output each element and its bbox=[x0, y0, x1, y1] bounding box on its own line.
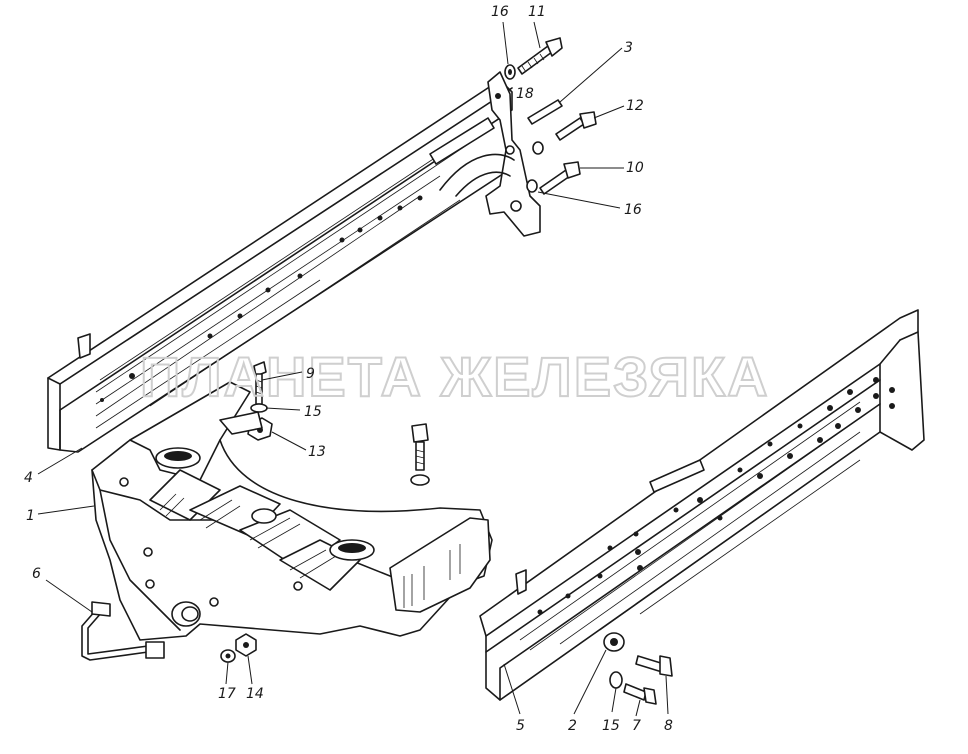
callout-16-bottom: 16 bbox=[624, 202, 642, 218]
cradle-frame bbox=[91, 381, 493, 641]
callout-7: 7 bbox=[632, 718, 641, 734]
callout-18: 18 bbox=[516, 86, 534, 102]
callout-15-top: 15 bbox=[304, 404, 322, 420]
callout-4: 4 bbox=[24, 470, 33, 486]
callout-15-bottom: 15 bbox=[602, 718, 620, 734]
bolt-11 bbox=[517, 37, 563, 75]
bolt-7 bbox=[623, 683, 657, 705]
callout-11: 11 bbox=[528, 4, 546, 20]
washer-16-top bbox=[504, 64, 516, 80]
nut-14 bbox=[235, 633, 257, 657]
washer-15-bottom bbox=[609, 671, 623, 689]
watermark: ПЛАНЕТА ЖЕЛЕЗЯКА bbox=[140, 345, 770, 408]
callouts: 16 11 3 18 12 10 16 9 15 13 4 1 6 17 14 … bbox=[24, 4, 673, 734]
mounting-bracket bbox=[439, 71, 541, 237]
callout-10: 10 bbox=[626, 160, 644, 176]
callout-5: 5 bbox=[516, 718, 525, 734]
bolt-8 bbox=[635, 655, 673, 677]
leader-lines bbox=[37, 21, 669, 717]
bolt-9 bbox=[253, 361, 267, 405]
callout-9: 9 bbox=[306, 366, 315, 382]
callout-1: 1 bbox=[26, 508, 35, 524]
bolt-10 bbox=[526, 161, 581, 195]
washer-17 bbox=[220, 649, 236, 663]
side-rail-lower bbox=[479, 309, 925, 701]
washer-2 bbox=[603, 632, 625, 652]
rail-holes bbox=[537, 377, 895, 615]
callout-2: 2 bbox=[568, 718, 577, 734]
callout-16-top: 16 bbox=[491, 4, 509, 20]
side-rail-upper bbox=[47, 79, 513, 453]
callout-17: 17 bbox=[218, 686, 236, 702]
callout-3: 3 bbox=[624, 40, 633, 56]
pin-3 bbox=[527, 99, 563, 125]
callout-6: 6 bbox=[32, 566, 41, 582]
bracket-arm bbox=[219, 411, 263, 435]
callout-8: 8 bbox=[664, 718, 673, 734]
pipe-6 bbox=[81, 601, 165, 661]
callout-12: 12 bbox=[626, 98, 644, 114]
bolt-12 bbox=[532, 111, 597, 155]
callout-13: 13 bbox=[308, 444, 326, 460]
callout-14: 14 bbox=[246, 686, 264, 702]
bolt-vertical bbox=[410, 423, 430, 486]
